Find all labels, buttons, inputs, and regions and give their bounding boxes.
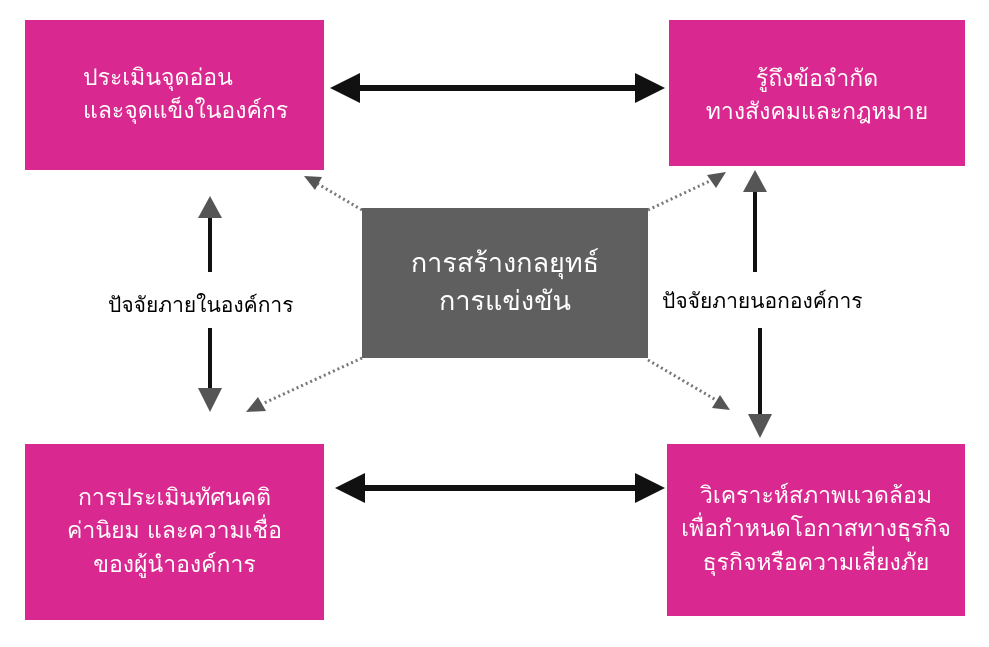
label-external-factors: ปัจจัยภายนอกองค์การ [662,285,863,318]
box-text-line: การประเมินทัศนคติ [77,484,272,511]
box-text-line: และจุดแข็งในองค์กร [83,98,289,124]
box-text-line: ค่านิยม และความเชื่อ [67,518,282,545]
box-leader-values: การประเมินทัศนคติ ค่านิยม และความเชื่อ ข… [25,444,324,620]
box-text-line: วิเคราะห์สภาพแวดล้อม [700,482,932,509]
arrow-right-vertical [743,170,772,438]
box-text-line: ทางสังคมและกฎหมาย [705,99,929,125]
box-internal-assessment: ประเมินจุดอ่อน และจุดแข็งในองค์กร [25,20,324,170]
box-text-line: ธุรกิจหรือความเสี่ยงภัย [702,549,930,576]
dotted-arrow-bottom-left [246,356,363,412]
dotted-arrow-top-left [304,176,363,212]
center-text-line: การสร้างกลยุทธ์ [410,248,600,280]
arrow-left-vertical [198,196,222,412]
center-text-line: การแข่งขัน [439,286,571,317]
box-text-line: เพื่อกำหนดโอกาสทางธุรกิจ [681,516,951,543]
box-text-line: ของผู้นำองค์การ [93,551,256,578]
label-internal-factors: ปัจจัยภายในองค์การ [108,289,294,322]
box-environment-analysis: วิเคราะห์สภาพแวดล้อม เพื่อกำหนดโอกาสทางธ… [667,444,965,616]
box-competitive-strategy: การสร้างกลยุทธ์ การแข่งขัน [362,208,648,358]
box-text-line: รู้ถึงข้อจำกัด [755,65,879,92]
box-social-legal-limits: รู้ถึงข้อจำกัด ทางสังคมและกฎหมาย [669,20,965,166]
dotted-arrow-bottom-right [647,358,730,410]
box-text-line: ประเมินจุดอ่อน [83,64,233,91]
dotted-arrow-top-right [647,172,726,212]
